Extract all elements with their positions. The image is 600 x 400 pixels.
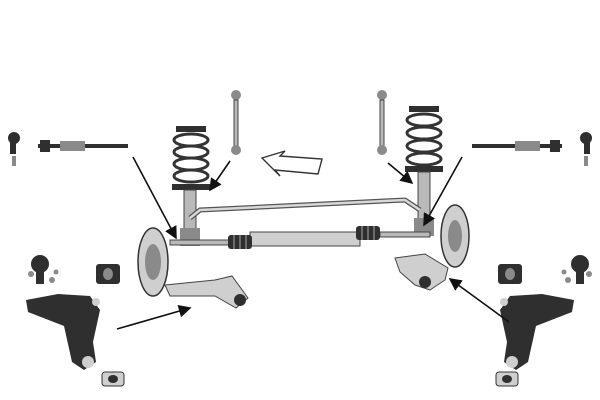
pointer-arrow-icon	[448, 278, 510, 323]
control-arm-right	[500, 294, 574, 370]
pointer-arrow-icon	[132, 156, 177, 240]
pointer-arrow-icon	[116, 304, 192, 330]
ball-joint-right	[561, 255, 592, 284]
coil-spring-right	[405, 106, 443, 172]
strut-right	[414, 171, 434, 236]
coil-spring-left	[172, 126, 210, 190]
arm-bushing-small-right	[495, 371, 519, 387]
rack-boot-right	[356, 226, 380, 240]
control-arm-bushing-right	[498, 264, 522, 284]
control-arm-left	[26, 294, 100, 370]
steering-rack	[169, 231, 431, 247]
control-arm-assembled-right	[394, 253, 449, 291]
arm-bushing-small-left	[101, 371, 125, 387]
direction-arrow-icon	[260, 150, 323, 177]
tie-rod-end-left	[8, 132, 20, 166]
stabilizer-link-left	[231, 90, 241, 155]
rack-boot-left	[228, 235, 252, 249]
stabilizer-link-right	[377, 90, 387, 155]
stabilizer-bar	[188, 197, 422, 220]
tie-rod-right	[472, 140, 562, 152]
brake-disc-right	[440, 204, 470, 268]
control-arm-assembled-left	[164, 275, 249, 309]
brake-disc-left	[137, 227, 169, 297]
pointer-arrow-icon	[423, 156, 463, 227]
pointer-arrow-icon	[387, 162, 414, 185]
control-arm-bushing-left	[96, 264, 120, 284]
tie-rod-left	[38, 140, 128, 152]
tie-rod-end-right	[580, 132, 592, 166]
pointer-arrow-icon	[209, 160, 231, 192]
ball-joint-left	[28, 255, 59, 284]
